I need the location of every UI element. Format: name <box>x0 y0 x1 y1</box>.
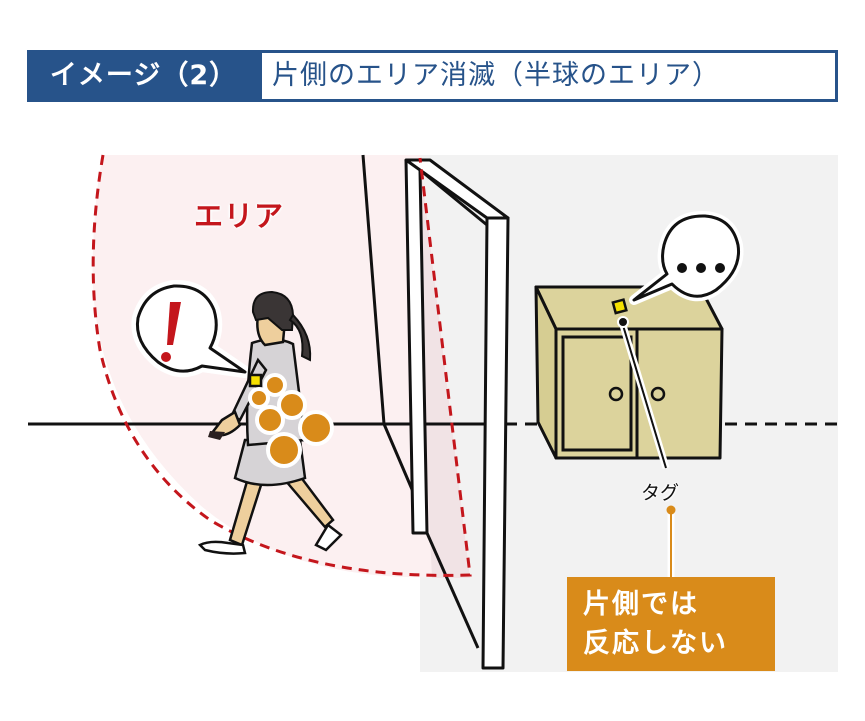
signal-circles <box>248 373 334 468</box>
tag-pointer-dot <box>617 316 629 328</box>
tag-connector-dot <box>666 505 676 515</box>
tag-icon-person <box>248 373 263 388</box>
tag-label: タグ <box>641 482 680 504</box>
cabinet-knob-left <box>608 386 624 402</box>
ellipsis-icon <box>677 263 687 273</box>
exclamation-bubble <box>131 279 251 378</box>
door-top-beam-edge <box>419 168 488 227</box>
cabinet <box>534 285 724 460</box>
door-frame-inner <box>404 159 429 535</box>
title-text: 片側のエリア消滅（半球のエリア） <box>262 53 835 99</box>
door-front-post <box>481 216 510 670</box>
title-label: イメージ（2） <box>49 60 238 91</box>
note-box: 片側では 反応しない <box>567 577 775 671</box>
door-panel-bottom <box>425 532 480 649</box>
ellipsis-bubble <box>629 211 744 305</box>
cabinet-knob-right <box>650 386 666 402</box>
area-label: エリア <box>194 199 285 233</box>
tag-pointer-line-inner <box>621 321 667 469</box>
note-line-2: 反応しない <box>583 628 728 659</box>
area-boundary <box>91 154 472 577</box>
wall-edge <box>361 154 416 495</box>
exclamation-icon <box>167 302 181 345</box>
note-line-1: 片側では <box>583 589 699 620</box>
tag-icon-cabinet <box>611 298 628 315</box>
title-bar: イメージ（2） 片側のエリア消滅（半球のエリア） <box>27 50 838 102</box>
